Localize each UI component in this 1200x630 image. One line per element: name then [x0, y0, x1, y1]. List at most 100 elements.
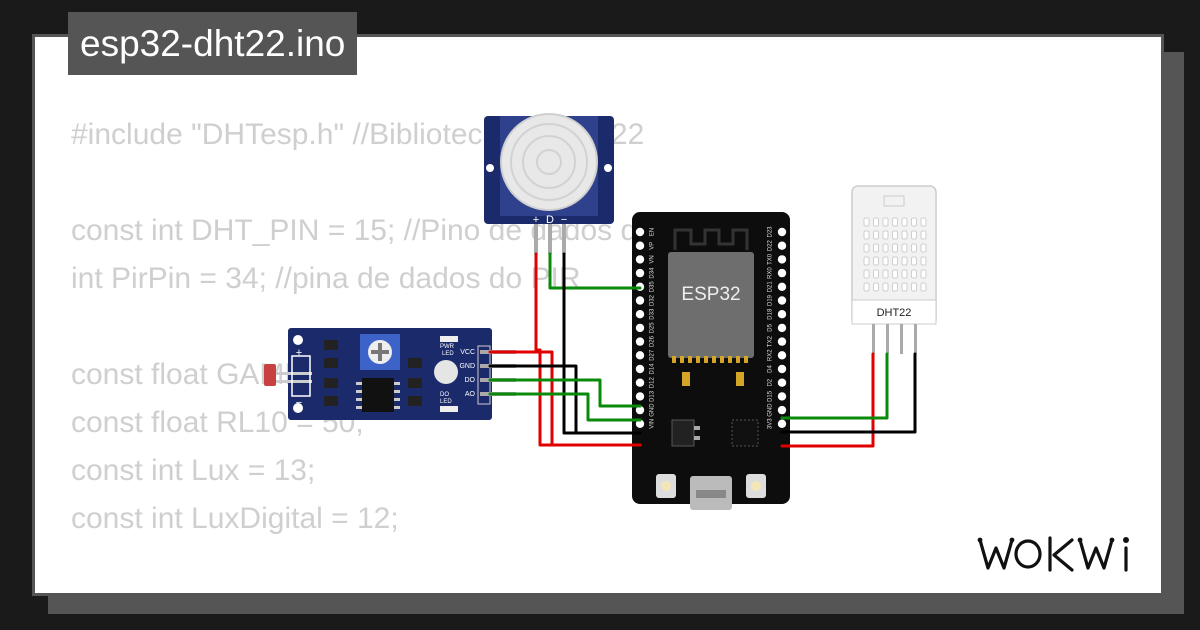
- esp32-pin-hole[interactable]: [777, 392, 787, 401]
- grille-slot: [892, 269, 898, 279]
- esp32-pin-hole[interactable]: [635, 392, 645, 401]
- esp32-pin-hole[interactable]: [635, 337, 645, 346]
- grille-slot: [920, 256, 927, 266]
- esp32-pin-label: D19: [768, 294, 774, 306]
- esp32-pin-label: D26: [650, 335, 656, 347]
- esp32-pin-label: EN: [650, 228, 656, 236]
- esp32-pin-hole[interactable]: [635, 310, 645, 319]
- wire-ldr-gnd: [488, 364, 642, 435]
- grille-slot: [873, 230, 879, 240]
- esp32-pin-label: RX2: [768, 349, 774, 361]
- esp32-left-header: ENVPVND34D35D32D33D25D26D27D14D12D13GNDV…: [635, 227, 656, 429]
- grille-slot: [892, 256, 898, 266]
- esp32-pin-hole[interactable]: [635, 296, 645, 305]
- pir-pin-label-plus: +: [533, 214, 539, 226]
- project-title[interactable]: esp32-dht22.ino: [68, 12, 358, 75]
- do-led: [434, 360, 458, 384]
- pir-pin-label-minus: −: [561, 214, 567, 226]
- wire-dht-data: [780, 352, 889, 420]
- esp32-pin-hole[interactable]: [777, 310, 787, 319]
- esp32-pin-label: D33: [650, 308, 656, 320]
- esp32-pin-hole[interactable]: [777, 364, 787, 374]
- esp32-pin-hole[interactable]: [777, 296, 787, 305]
- grille-slot: [873, 217, 879, 227]
- grille-slot: [920, 269, 927, 279]
- esp32-pin-hole[interactable]: [635, 241, 645, 250]
- esp32-pin-hole[interactable]: [777, 282, 787, 291]
- esp32-pin-hole[interactable]: [635, 227, 645, 237]
- esp32-pin-hole[interactable]: [777, 351, 787, 360]
- esp32-pin-label: TX0: [768, 253, 774, 265]
- esp32-pin-hole[interactable]: [777, 337, 787, 346]
- ldr-sensor: [264, 364, 276, 386]
- esp32-pin-label: D13: [650, 390, 656, 402]
- esp32-pin-label: TX2: [768, 335, 774, 347]
- ldr-pin-label: AO: [465, 391, 476, 398]
- grille-slot: [901, 230, 908, 240]
- grille-slot: [901, 217, 908, 227]
- esp32-module: [668, 252, 754, 358]
- wire-dht-gnd: [780, 352, 917, 434]
- esp32-pin-label: D25: [650, 322, 656, 334]
- code-preview: #include "DHTesp.h" //Biblioteca do DHT2…: [71, 111, 724, 543]
- esp32-label: ESP32: [681, 284, 740, 305]
- grille-slot: [920, 243, 927, 253]
- esp32-pin-label: GND: [650, 403, 656, 417]
- esp32-pin-label: D32: [650, 294, 656, 306]
- grille-slot: [873, 269, 879, 279]
- esp32-pin-hole[interactable]: [777, 323, 787, 333]
- grille-slot: [863, 282, 870, 292]
- pir-dome: [500, 113, 598, 211]
- esp32-pin-hole[interactable]: [635, 405, 645, 415]
- esp32-pin-hole[interactable]: [635, 378, 645, 387]
- esp32-pin-hole[interactable]: [777, 255, 787, 264]
- esp32-board[interactable]: ESP32 ENVPVND34D35D32D33D25D26D27D14D12D…: [632, 212, 790, 510]
- esp32-pin-hole[interactable]: [635, 364, 645, 374]
- grille-slot: [873, 243, 879, 253]
- ldr-plus-label: +: [296, 347, 302, 359]
- grille-slot: [873, 282, 879, 292]
- esp32-pin-label: D5: [768, 323, 774, 331]
- esp32-pin-hole[interactable]: [635, 255, 645, 264]
- grille-slot: [882, 282, 889, 292]
- grille-slot: [911, 282, 917, 292]
- grille-slot: [920, 217, 927, 227]
- grille-slot: [863, 269, 870, 279]
- grille-slot: [863, 243, 870, 253]
- esp32-pin-hole[interactable]: [635, 323, 645, 333]
- esp32-pin-label: D2: [768, 378, 774, 386]
- esp32-pin-hole[interactable]: [777, 378, 787, 387]
- esp32-pin-hole[interactable]: [777, 241, 787, 250]
- code-line: int PirPin = 34; //pina de dados do PIR: [71, 262, 581, 295]
- esp32-pin-hole[interactable]: [777, 419, 787, 428]
- esp32-pin-hole[interactable]: [777, 405, 787, 415]
- pir-sensor[interactable]: + D −: [484, 113, 614, 254]
- esp32-pin-hole[interactable]: [777, 227, 787, 237]
- esp32-pin-hole[interactable]: [777, 268, 787, 278]
- esp32-pin-hole[interactable]: [635, 419, 645, 428]
- code-line: const int LuxDigital = 12;: [71, 502, 399, 535]
- grille-slot: [873, 256, 879, 266]
- esp32-pin-hole[interactable]: [635, 351, 645, 360]
- grille-slot: [882, 217, 889, 227]
- grille-slot: [901, 269, 908, 279]
- esp32-pin-hole[interactable]: [635, 268, 645, 278]
- wire-ldr-do: [488, 378, 642, 408]
- esp32-pin-label: RX0: [768, 267, 774, 279]
- grille-slot: [863, 217, 870, 227]
- esp32-pin-label: VIN: [650, 419, 656, 429]
- dht22-sensor[interactable]: DHT22: [851, 185, 937, 354]
- esp32-right-header: D23D22TX0RX0D21D19D18D5TX2RX2D4D2D15GND3…: [768, 226, 787, 429]
- wire-dht-vcc: [780, 352, 875, 448]
- code-line: const int Lux = 13;: [71, 454, 316, 487]
- grille-slot: [892, 230, 898, 240]
- grille-slot: [892, 282, 898, 292]
- esp32-pin-label: VN: [650, 255, 656, 263]
- grille-slot: [892, 243, 898, 253]
- ldr-minus-label: −: [296, 397, 302, 409]
- wire-ldr-vcc: [488, 350, 642, 447]
- grille-slot: [911, 256, 917, 266]
